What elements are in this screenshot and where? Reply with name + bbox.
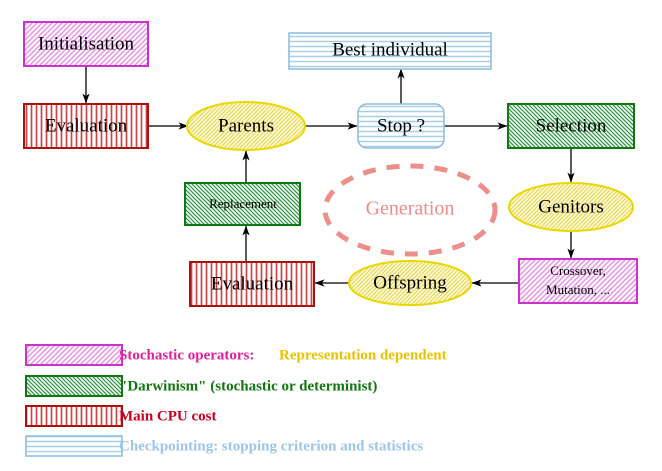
- legend-swatch-magenta: [25, 344, 123, 366]
- legend-label-representation-dependent: Representation dependent: [279, 347, 447, 363]
- legend-label-cpu-cost: Main CPU cost: [119, 408, 217, 424]
- evaluation-bottom-box[interactable]: [189, 261, 315, 307]
- legend-item-darwinism: "Darwinism" (stochastic or determinist): [25, 375, 377, 397]
- stop-label: Stop ?: [377, 115, 425, 136]
- legend-label-checkpointing: Checkpointing: stopping criterion and st…: [119, 438, 423, 454]
- node-parents[interactable]: Parents: [186, 101, 306, 151]
- node-genitors[interactable]: Genitors: [508, 182, 634, 232]
- node-selection[interactable]: Selection: [507, 103, 635, 149]
- node-generation: Generation: [322, 163, 498, 257]
- stop-box[interactable]: [357, 103, 445, 149]
- node-crossover-mutation[interactable]: Crossover, Mutation, ...: [518, 258, 638, 304]
- best-individual-box[interactable]: [288, 32, 492, 70]
- offspring-ellipse[interactable]: [348, 260, 472, 306]
- legend-item-cpu-cost: Main CPU cost: [25, 405, 217, 427]
- replacement-box[interactable]: [184, 182, 301, 226]
- selection-box[interactable]: [507, 103, 635, 149]
- evaluation-top-box[interactable]: [23, 103, 149, 149]
- best-individual-label: Best individual: [332, 39, 448, 60]
- node-offspring[interactable]: Offspring: [348, 260, 472, 306]
- selection-label: Selection: [536, 115, 607, 136]
- generation-label: Generation: [366, 198, 455, 220]
- generation-dashed-outline: [322, 163, 498, 257]
- node-replacement[interactable]: Replacement: [184, 182, 301, 226]
- offspring-label: Offspring: [373, 272, 447, 293]
- initialisation-box[interactable]: [23, 21, 149, 67]
- genitors-label: Genitors: [538, 196, 603, 217]
- node-stop[interactable]: Stop ?: [357, 103, 445, 149]
- evaluation-top-label: Evaluation: [45, 115, 128, 136]
- node-best-individual[interactable]: Best individual: [288, 32, 492, 70]
- legend-label-darwinism: "Darwinism" (stochastic or determinist): [119, 378, 377, 394]
- crossover-label-line1: Crossover,: [550, 263, 605, 278]
- legend-item-checkpointing: Checkpointing: stopping criterion and st…: [25, 435, 423, 457]
- legend-swatch-blue: [25, 435, 123, 457]
- genitors-ellipse[interactable]: [508, 182, 634, 232]
- evaluation-bottom-label: Evaluation: [211, 273, 294, 294]
- crossover-label-line2: Mutation, ...: [546, 282, 610, 297]
- node-evaluation-bottom[interactable]: Evaluation: [189, 261, 315, 307]
- crossover-mutation-box[interactable]: [518, 258, 638, 304]
- node-initialisation[interactable]: Initialisation: [23, 21, 149, 67]
- parents-ellipse[interactable]: [186, 101, 306, 151]
- legend-swatch-green: [25, 375, 123, 397]
- legend-item-stochastic: Stochastic operators: Representation dep…: [25, 344, 447, 366]
- legend-label-stochastic: Stochastic operators:: [119, 347, 254, 363]
- legend-swatch-red: [25, 405, 123, 427]
- node-evaluation-top[interactable]: Evaluation: [23, 103, 149, 149]
- legend: Stochastic operators: Representation dep…: [25, 344, 447, 457]
- parents-label: Parents: [218, 115, 274, 136]
- replacement-label: Replacement: [209, 196, 277, 211]
- initialisation-label: Initialisation: [38, 33, 135, 54]
